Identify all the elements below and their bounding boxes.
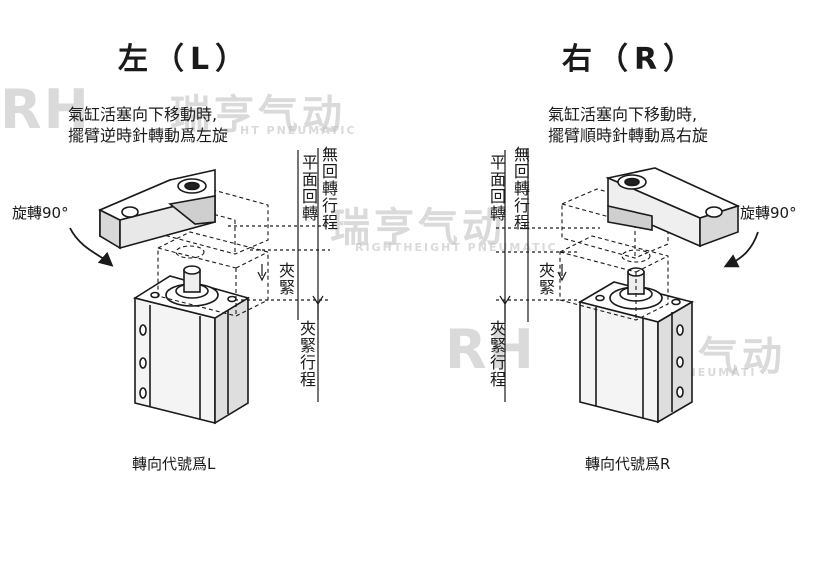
left-clamp-stroke: 夾緊行程 — [297, 320, 316, 388]
watermark-brand-cn-left: 瑞亨气动 — [170, 92, 346, 138]
left-stroke-nonrotation: 無回轉行程 — [319, 146, 338, 231]
right-clamp-stroke: 夾緊行程 — [487, 320, 506, 388]
left-stroke-dimensions — [228, 148, 330, 402]
left-description: 氣缸活塞向下移動時, 擺臂逆時針轉動爲左旋 — [68, 105, 229, 145]
right-rotation-arrow — [723, 231, 759, 268]
watermark-logo-right: RH — [445, 318, 536, 381]
watermark-brand-cn-center: 瑞亨气动 — [330, 205, 506, 251]
right-clamp-label: 夾緊 — [536, 262, 555, 296]
left-clamp-label: 夾緊 — [276, 262, 295, 296]
left-rotation-label: 旋轉90° — [12, 204, 69, 222]
left-stroke-rotation: 平面回轉 — [299, 154, 318, 222]
left-caption: 轉向代號爲L — [132, 455, 216, 473]
right-title: 右（R） — [562, 42, 700, 77]
watermark-logo-left: RH — [0, 78, 91, 141]
left-title: 左（L） — [118, 42, 252, 77]
right-stroke-rotation: 平面回轉 — [487, 154, 506, 222]
left-swing-arm — [98, 169, 216, 250]
right-swing-arm — [605, 167, 741, 248]
left-cylinder — [132, 265, 250, 425]
right-description: 氣缸活塞向下移動時, 擺臂順時針轉動爲右旋 — [548, 105, 709, 145]
watermark-brand-en-left: HT PNEUMATIC — [240, 124, 357, 137]
right-rotation-label: 旋轉90° — [740, 204, 797, 222]
right-caption: 轉向代號爲R — [585, 455, 671, 473]
right-cylinder — [577, 267, 695, 424]
right-stroke-dimensions — [496, 148, 600, 402]
right-stroke-nonrotation: 無回轉行程 — [511, 146, 530, 231]
left-rotation-arrow — [69, 227, 114, 267]
